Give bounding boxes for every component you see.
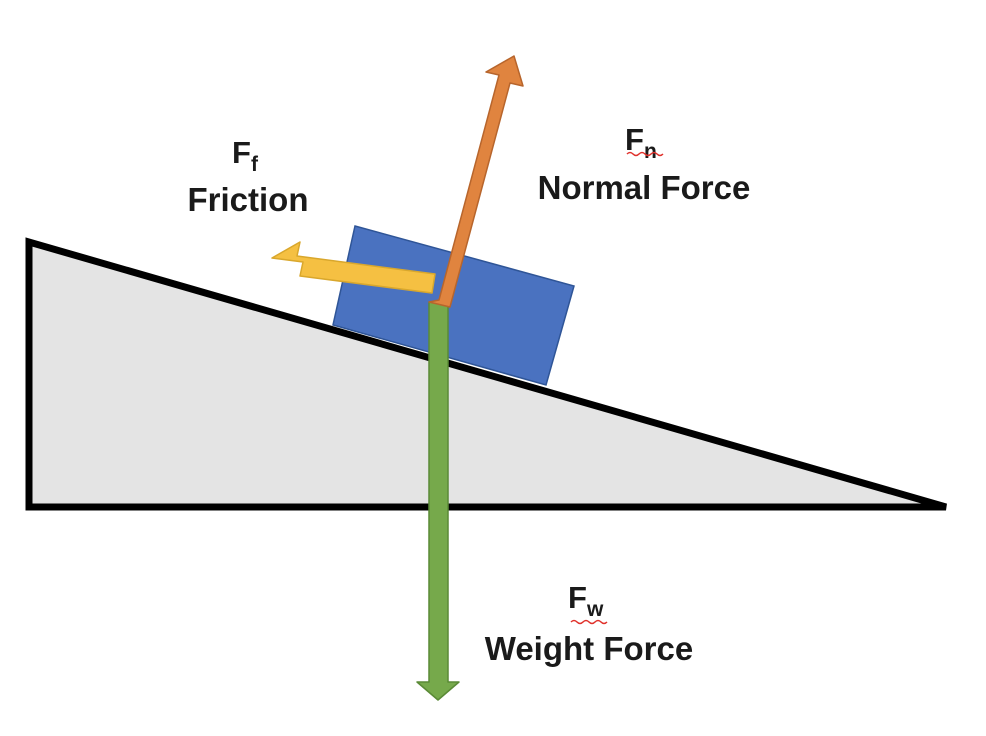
weight-force-name: Weight Force bbox=[485, 630, 693, 667]
inclined-plane bbox=[25, 237, 947, 511]
friction-name: Friction bbox=[188, 181, 309, 218]
weight-subscript: w bbox=[586, 598, 604, 621]
normal-symbol: F bbox=[625, 122, 644, 157]
weight-force-label: Fw Weight Force bbox=[485, 580, 693, 667]
weight-arrow bbox=[416, 301, 460, 701]
friction-symbol: F bbox=[232, 135, 251, 170]
svg-text:Fw: Fw bbox=[568, 580, 604, 621]
normal-force-name: Normal Force bbox=[538, 169, 751, 206]
spellcheck-squiggle-icon bbox=[570, 619, 608, 625]
friction-label: Ff Friction bbox=[188, 135, 309, 218]
friction-subscript: f bbox=[251, 153, 259, 176]
block bbox=[332, 225, 575, 386]
spellcheck-squiggle-icon bbox=[626, 151, 664, 157]
friction-arrow bbox=[271, 241, 436, 294]
weight-symbol: F bbox=[568, 580, 587, 615]
svg-text:Ff: Ff bbox=[232, 135, 259, 176]
normal-force-arrow bbox=[428, 55, 524, 308]
svg-text:Fn: Fn bbox=[625, 122, 657, 163]
normal-subscript: n bbox=[644, 140, 657, 163]
normal-force-label: Fn Normal Force bbox=[538, 122, 751, 206]
